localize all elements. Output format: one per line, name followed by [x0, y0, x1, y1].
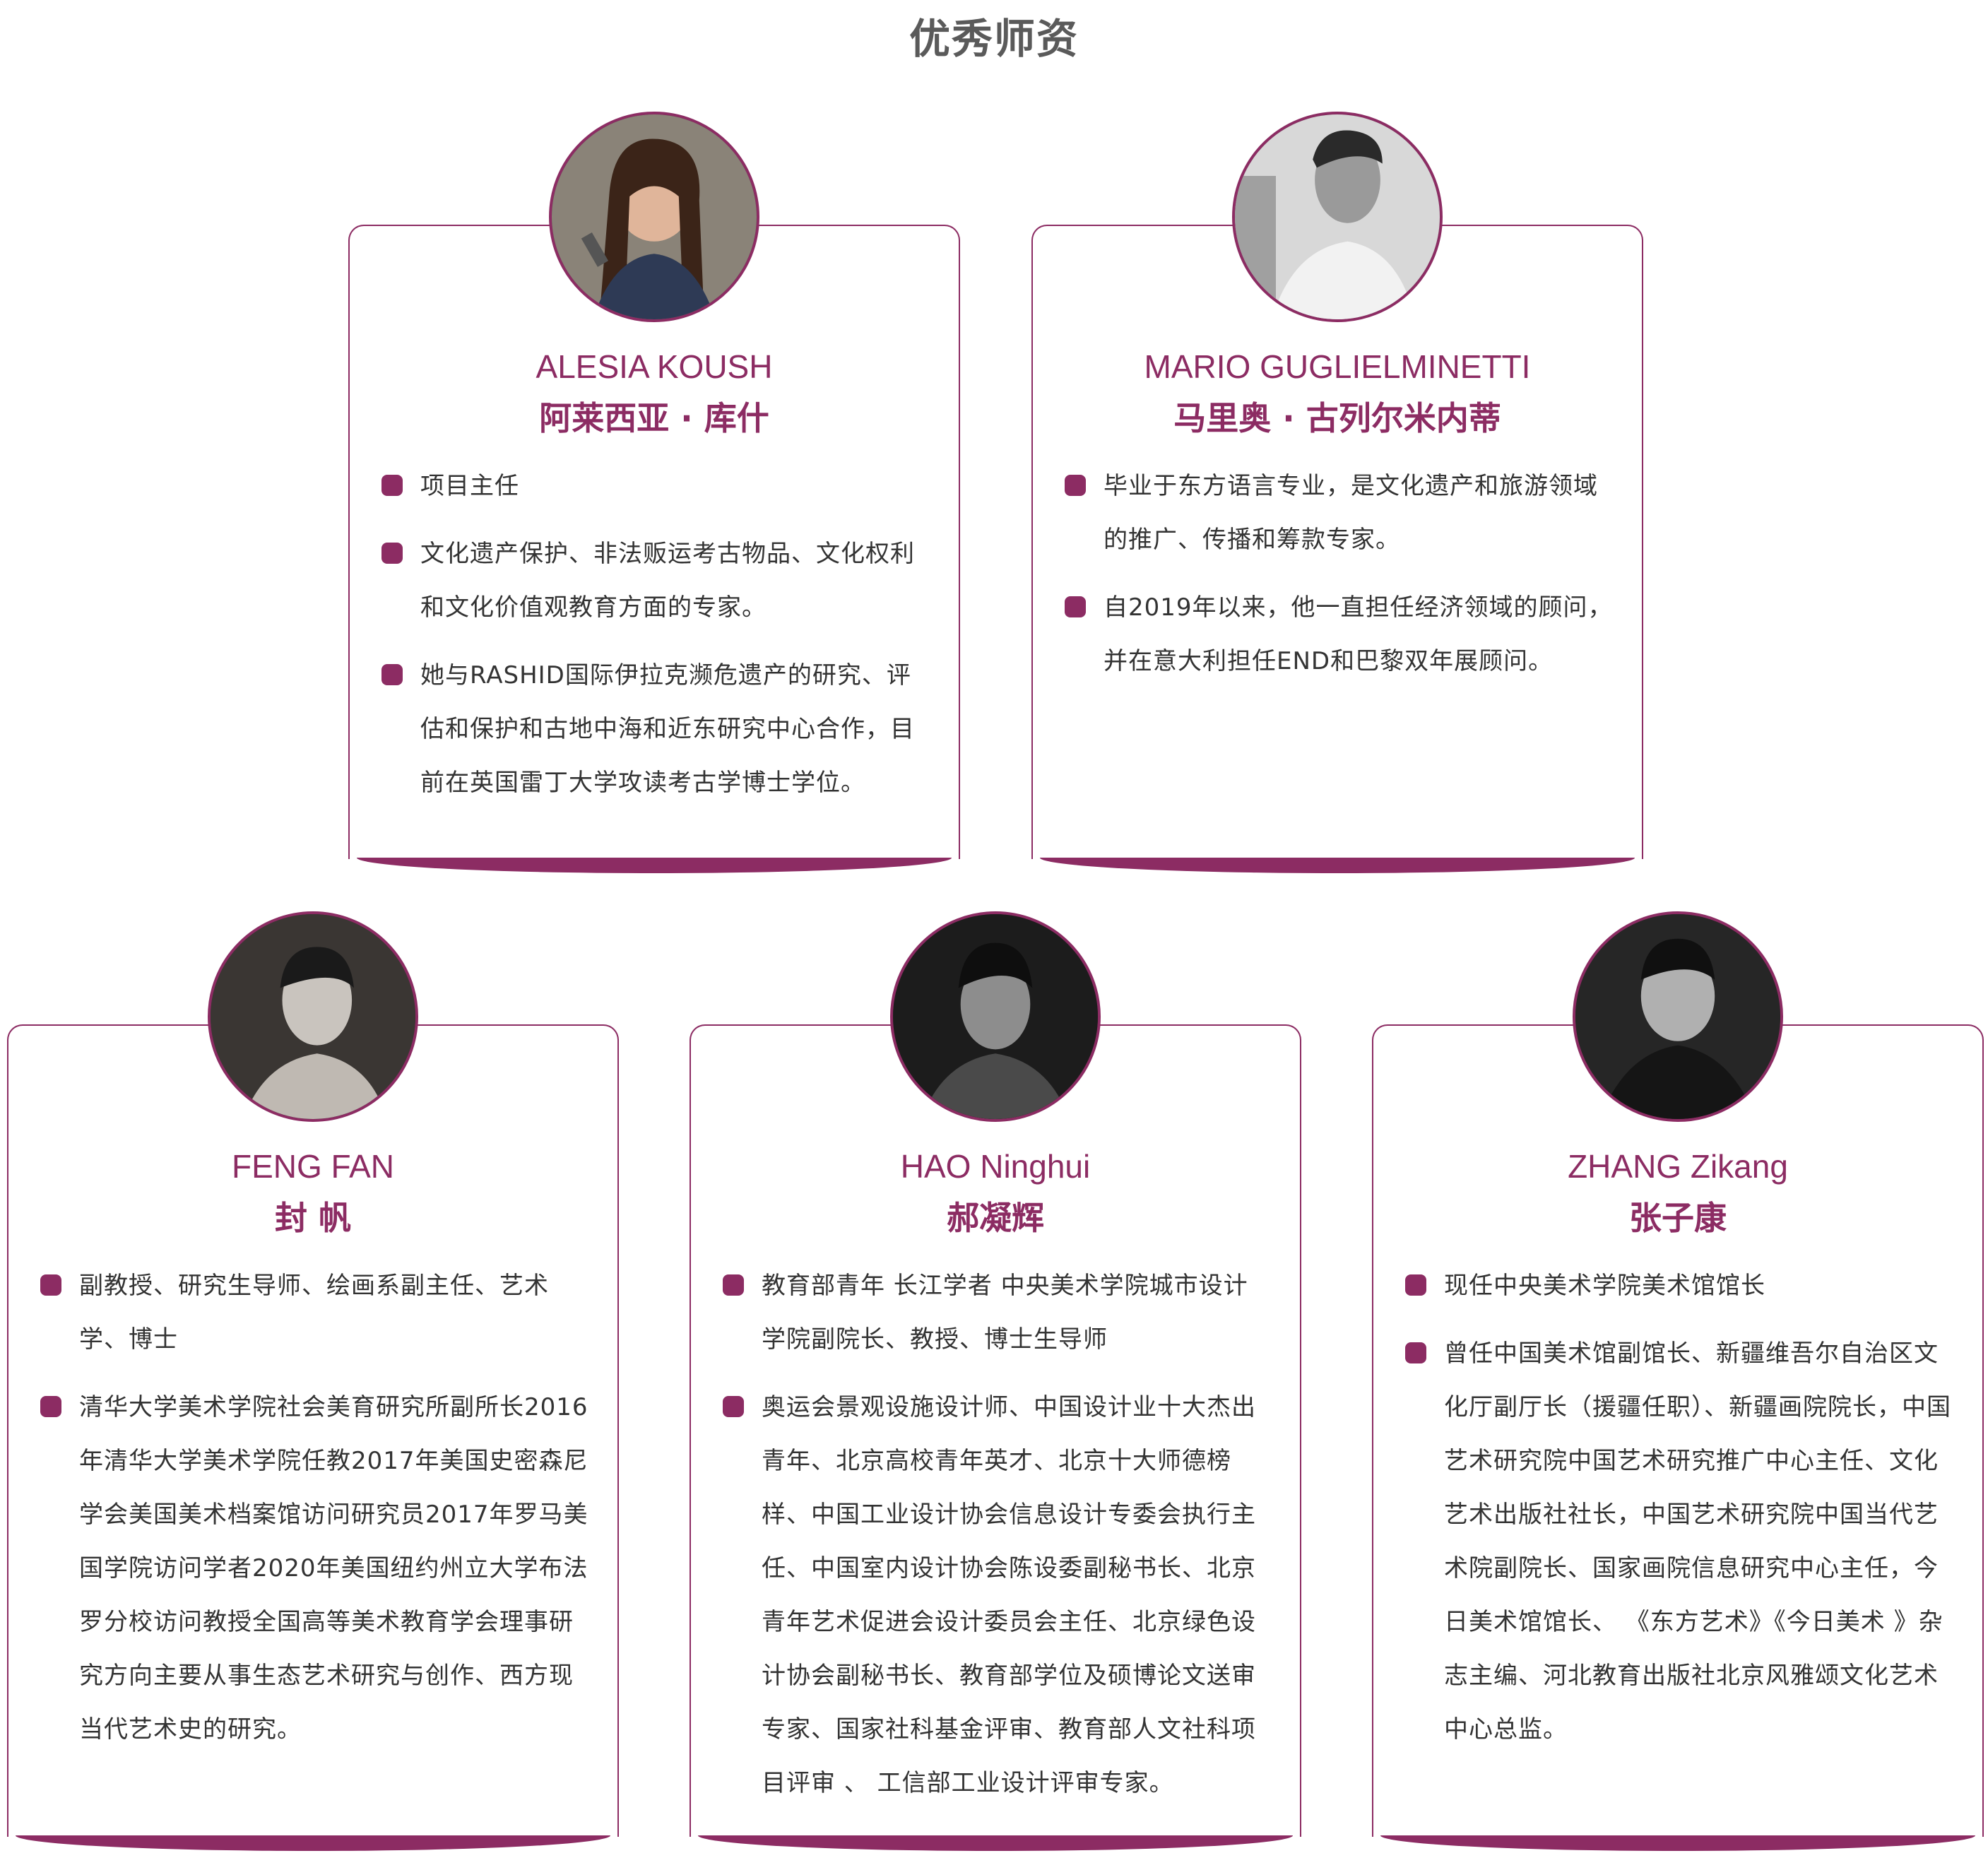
bio-text: 清华大学美术学院社会美育研究所副所长2016年清华大学美术学院任教2017年美国… [79, 1393, 588, 1744]
teacher-name-cn: 封 帆 [274, 1199, 351, 1237]
teacher-name-en: FENG FAN [231, 1148, 395, 1185]
teacher-name-cn: 张子康 [1629, 1199, 1727, 1237]
bullet-marker [1065, 475, 1086, 496]
teacher-photo [208, 911, 418, 1122]
card-base-bar [357, 858, 952, 873]
bullet-marker [1065, 596, 1086, 617]
bullet-marker [723, 1396, 744, 1417]
teacher-name-en: ALESIA KOUSH [536, 348, 773, 385]
bio-item: 教育部青年 长江学者 中央美术学院城市设计学院副院长、教授、博士生导师 [719, 1259, 1272, 1366]
card-base-bar [16, 1835, 610, 1851]
teacher-card: HAO Ninghui 郝凝辉 教育部青年 长江学者 中央美术学院城市设计学院副… [690, 911, 1301, 1851]
teacher-card: MARIO GUGLIELMINETTI 马里奥 · 古列尔米内蒂 毕业于东方语… [1031, 112, 1643, 873]
teacher-card: ZHANG Zikang 张子康 现任中央美术学院美术馆馆长 曾任中国美术馆副馆… [1372, 911, 1984, 1851]
teacher-photo [1232, 112, 1443, 322]
teacher-card: ALESIA KOUSH 阿莱西亚 · 库什 项目主任 文化遗产保护、非法贩运考… [348, 112, 960, 873]
bio-text: 毕业于东方语言专业，是文化遗产和旅游领域的推广、传播和筹款专家。 [1104, 472, 1598, 554]
teacher-bio-list: 毕业于东方语言专业，是文化遗产和旅游领域的推广、传播和筹款专家。 自2019年以… [1061, 459, 1614, 702]
teacher-photo [549, 112, 759, 322]
teacher-photo [890, 911, 1101, 1122]
bio-text: 奥运会景观设施设计师、中国设计业十大杰出青年、北京高校青年英才、北京十大师德榜样… [762, 1393, 1256, 1797]
bio-text: 她与RASHID国际伊拉克濒危遗产的研究、评估和保护和古地中海和近东研究中心合作… [420, 661, 915, 797]
teacher-name-cn: 马里奥 · 古列尔米内蒂 [1173, 399, 1501, 437]
bio-text: 教育部青年 长江学者 中央美术学院城市设计学院副院长、教授、博士生导师 [762, 1272, 1248, 1354]
bio-item: 毕业于东方语言专业，是文化遗产和旅游领域的推广、传播和筹款专家。 [1061, 459, 1614, 567]
bio-text: 自2019年以来，他一直担任经济领域的顾问，并在意大利担任END和巴黎双年展顾问… [1104, 593, 1613, 675]
bio-item: 文化遗产保护、非法贩运考古物品、文化权利和文化价值观教育方面的专家。 [378, 527, 930, 634]
teacher-bio-list: 教育部青年 长江学者 中央美术学院城市设计学院副院长、教授、博士生导师 奥运会景… [719, 1259, 1272, 1824]
bio-text: 文化遗产保护、非法贩运考古物品、文化权利和文化价值观教育方面的专家。 [420, 540, 915, 622]
bio-item: 副教授、研究生导师、绘画系副主任、艺术学、博士 [37, 1259, 589, 1366]
teacher-bio-list: 现任中央美术学院美术馆馆长 曾任中国美术馆副馆长、新疆维吾尔自治区文化厅副厅长（… [1402, 1259, 1954, 1770]
bullet-marker [40, 1274, 61, 1296]
bio-item: 清华大学美术学院社会美育研究所副所长2016年清华大学美术学院任教2017年美国… [37, 1380, 589, 1756]
bio-text: 曾任中国美术馆副馆长、新疆维吾尔自治区文化厅副厅长（援疆任职）、新疆画院院长，中… [1444, 1339, 1951, 1744]
card-base-bar [1380, 1835, 1975, 1851]
teacher-bio-list: 副教授、研究生导师、绘画系副主任、艺术学、博士 清华大学美术学院社会美育研究所副… [37, 1259, 589, 1770]
teacher-photo [1573, 911, 1783, 1122]
bullet-marker [381, 664, 403, 685]
teacher-card: FENG FAN 封 帆 副教授、研究生导师、绘画系副主任、艺术学、博士 清华大… [7, 911, 619, 1851]
card-base-bar [1040, 858, 1635, 873]
bio-item: 奥运会景观设施设计师、中国设计业十大杰出青年、北京高校青年英才、北京十大师德榜样… [719, 1380, 1272, 1810]
bio-item: 项目主任 [378, 459, 930, 513]
bullet-marker [723, 1274, 744, 1296]
bio-text: 现任中央美术学院美术馆馆长 [1444, 1272, 1765, 1300]
bullet-marker [1405, 1274, 1426, 1296]
page-title: 优秀师资 [909, 15, 1079, 63]
teacher-bio-list: 项目主任 文化遗产保护、非法贩运考古物品、文化权利和文化价值观教育方面的专家。 … [378, 459, 930, 824]
teacher-name-en: HAO Ninghui [900, 1148, 1091, 1185]
teacher-name-en: ZHANG Zikang [1568, 1148, 1788, 1185]
bullet-marker [381, 543, 403, 564]
bullet-marker [381, 475, 403, 496]
teacher-name-en: MARIO GUGLIELMINETTI [1144, 348, 1531, 385]
card-base-bar [698, 1835, 1293, 1851]
bullet-marker [1405, 1342, 1426, 1363]
teacher-name-cn: 郝凝辉 [947, 1199, 1044, 1237]
bio-text: 副教授、研究生导师、绘画系副主任、艺术学、博士 [79, 1272, 549, 1354]
teacher-name-cn: 阿莱西亚 · 库什 [539, 399, 769, 437]
bullet-marker [40, 1396, 61, 1417]
bio-item: 曾任中国美术馆副馆长、新疆维吾尔自治区文化厅副厅长（援疆任职）、新疆画院院长，中… [1402, 1327, 1954, 1756]
bio-item: 她与RASHID国际伊拉克濒危遗产的研究、评估和保护和古地中海和近东研究中心合作… [378, 649, 930, 810]
bio-text: 项目主任 [420, 472, 519, 500]
bio-item: 现任中央美术学院美术馆馆长 [1402, 1259, 1954, 1313]
bio-item: 自2019年以来，他一直担任经济领域的顾问，并在意大利担任END和巴黎双年展顾问… [1061, 581, 1614, 688]
